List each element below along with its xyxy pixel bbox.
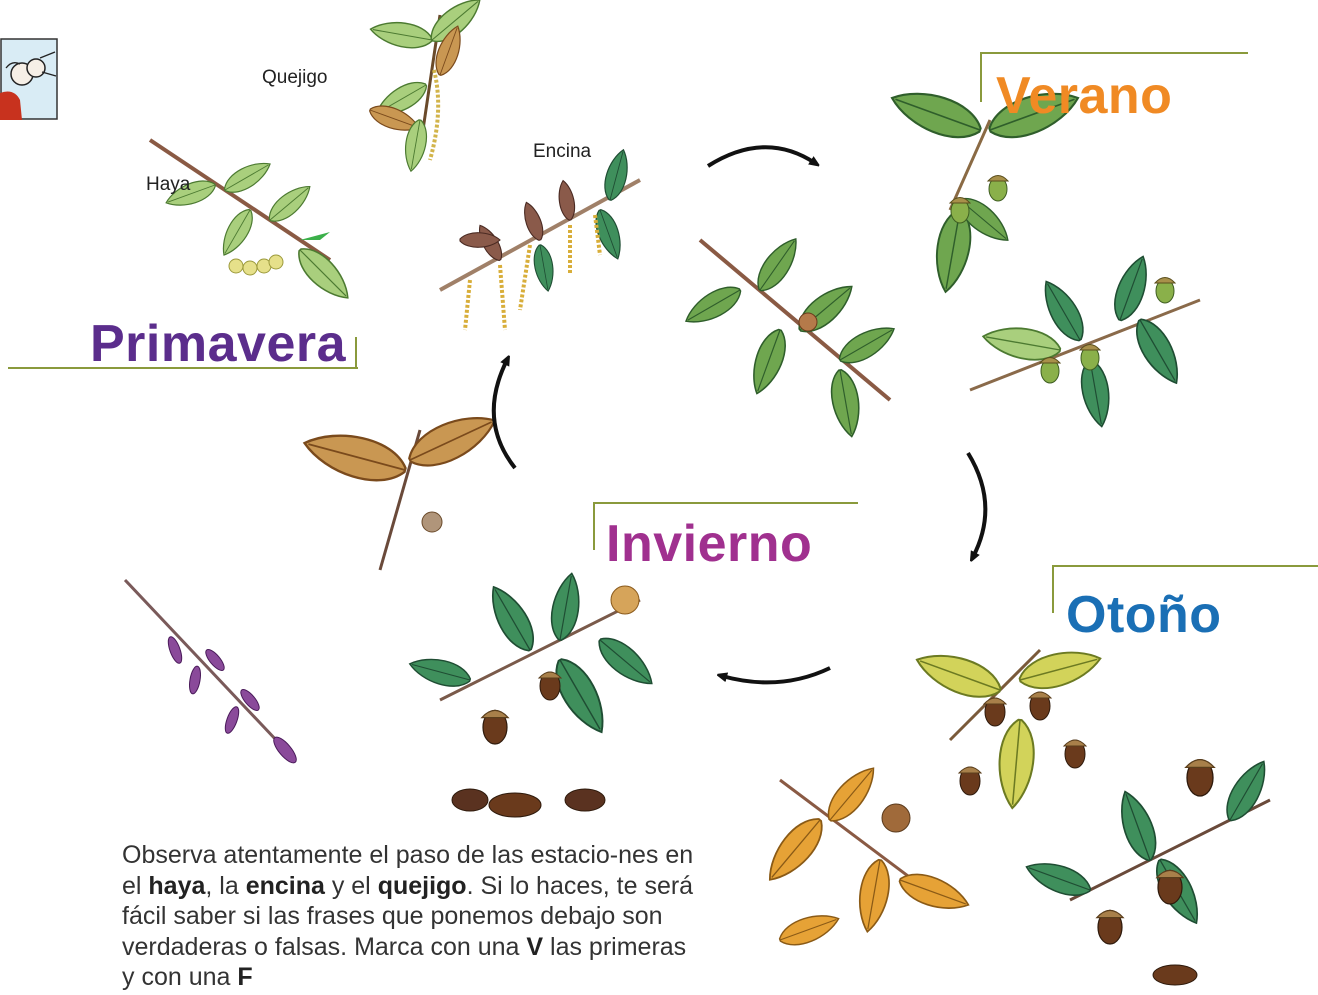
season-title-primavera: Primavera <box>90 315 347 373</box>
season-title-invierno: Invierno <box>606 515 813 573</box>
label-quejigo: Quejigo <box>262 67 328 88</box>
otono-rule-left <box>1052 565 1054 613</box>
label-haya: Haya <box>146 174 191 195</box>
verano-rule-left <box>980 52 982 102</box>
character-icon <box>0 38 58 120</box>
invierno-rule-left <box>593 502 595 550</box>
verano-rule-top <box>980 52 1248 54</box>
label-encina: Encina <box>533 141 592 162</box>
instructions-paragraph: Observa atentamente el paso de las estac… <box>122 841 694 991</box>
invierno-rule-top <box>593 502 858 504</box>
season-title-verano: Verano <box>996 67 1173 125</box>
primavera-rule-bottom <box>8 367 358 369</box>
season-title-otono: Otoño <box>1066 586 1222 644</box>
primavera-rule-right <box>355 337 357 369</box>
arrow-icon <box>491 145 988 685</box>
otono-rule-top <box>1052 565 1318 567</box>
